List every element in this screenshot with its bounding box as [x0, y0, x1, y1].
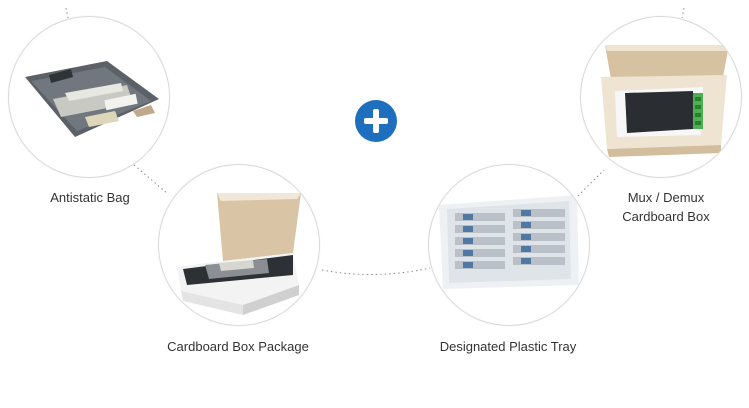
plus-icon [355, 100, 397, 142]
mux-demux-label-line-1: Mux / Demux [627, 190, 705, 205]
antistatic-bag-label: Antistatic Bag [50, 190, 130, 205]
mux-demux-cardboard-box-image [580, 16, 742, 178]
antistatic-bag-image [8, 16, 170, 178]
mux-demux-cardboard-box-label: Mux / Demux Cardboard Box [596, 188, 736, 226]
mux-demux-label-line-2: Cardboard Box [622, 209, 710, 224]
cardboard-box-package-label: Cardboard Box Package [167, 339, 309, 354]
designated-plastic-tray-image [428, 164, 590, 326]
cardboard-box-package-image [158, 164, 320, 326]
designated-plastic-tray-label: Designated Plastic Tray [439, 339, 577, 354]
